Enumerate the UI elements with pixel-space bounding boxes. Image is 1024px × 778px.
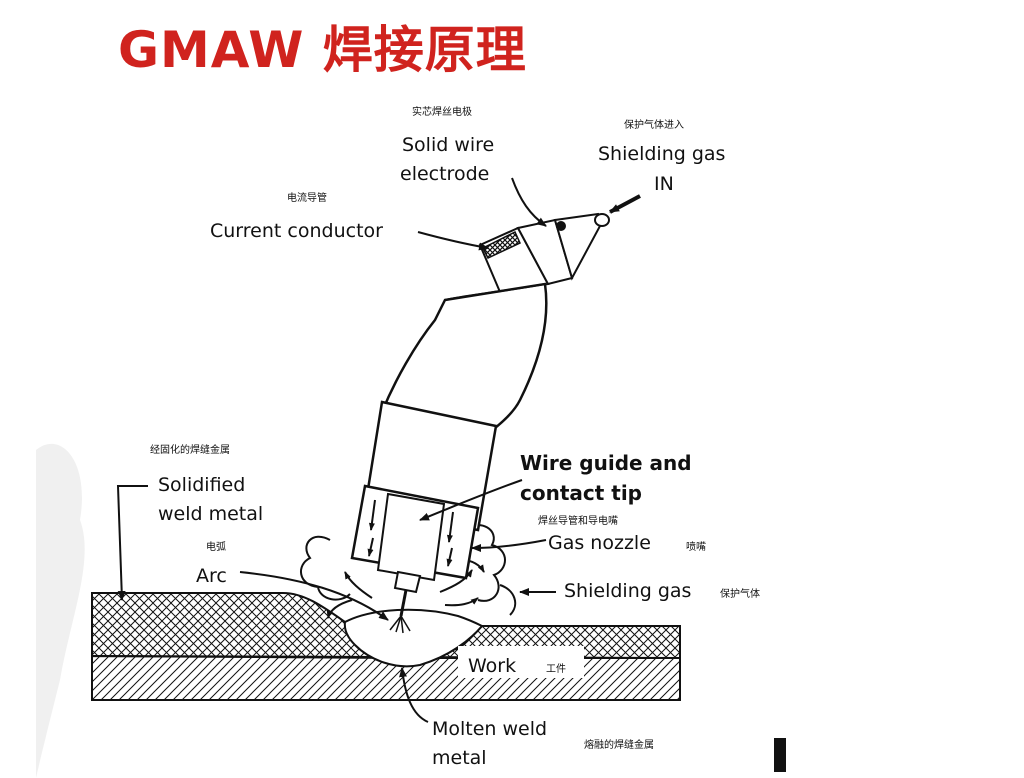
gas-in-cn-label: 保护气体进入 (624, 118, 684, 131)
torch (350, 212, 610, 634)
wire-electrode (399, 589, 408, 617)
current-conductor-cn-label: 电流导管 (287, 191, 327, 204)
gas-in-label-line2: IN (654, 173, 674, 195)
torch-sheath (380, 282, 548, 430)
shielding-gas-label: Shielding gas (564, 580, 691, 602)
current-conductor-label: Current conductor (210, 220, 383, 242)
workpiece (91, 592, 681, 701)
gas-in-label-line1: Shielding gas (598, 143, 725, 165)
background-silhouette (36, 443, 786, 778)
solid-wire-label-line1: Solid wire (402, 134, 494, 156)
gas-nozzle-cn-label: 喷嘴 (686, 541, 706, 553)
labels: 实芯焊丝电极 Solid wire electrode 保护气体进入 Shiel… (150, 105, 760, 769)
solid-wire-label-line2: electrode (400, 163, 489, 185)
solidified-label-line2: weld metal (158, 503, 263, 525)
work-label-box (458, 646, 584, 678)
contact-tip (376, 492, 446, 582)
diagram-title: GMAW 焊接原理 (118, 21, 527, 79)
arc (389, 615, 411, 634)
molten-cn-label: 熔融的焊缝金属 (584, 738, 654, 751)
current-conductor-cable (481, 230, 521, 259)
nozzle-gas-arrows (367, 499, 454, 567)
leader-lines (116, 177, 641, 723)
molten-weld-pool (343, 608, 484, 668)
work-label: Work (468, 655, 516, 677)
work-cn-label: 工件 (546, 663, 566, 675)
molten-label-line2: metal (432, 747, 487, 769)
wire-guide-label-line1: Wire guide and (520, 451, 692, 475)
wire-guide-cn-label: 焊丝导管和导电嘴 (538, 514, 618, 527)
solid-wire-cn-label: 实芯焊丝电极 (412, 105, 472, 118)
wire-guide-label-line2: contact tip (520, 481, 642, 505)
solidified-label-line1: Solidified (158, 474, 245, 496)
molten-label-line1: Molten weld (432, 718, 547, 740)
wire-end (556, 221, 566, 231)
gas-nozzle-label: Gas nozzle (548, 532, 651, 554)
arc-label: Arc (196, 565, 227, 587)
solidified-cn-label: 经固化的焊缝金属 (150, 443, 230, 456)
arc-cn-label: 电弧 (206, 540, 226, 553)
shielding-gas-cn-label: 保护气体 (720, 587, 760, 600)
shielding-gas-cloud (300, 524, 517, 616)
gas-flow-arrows (326, 559, 485, 619)
gas-hose-end (594, 213, 610, 227)
